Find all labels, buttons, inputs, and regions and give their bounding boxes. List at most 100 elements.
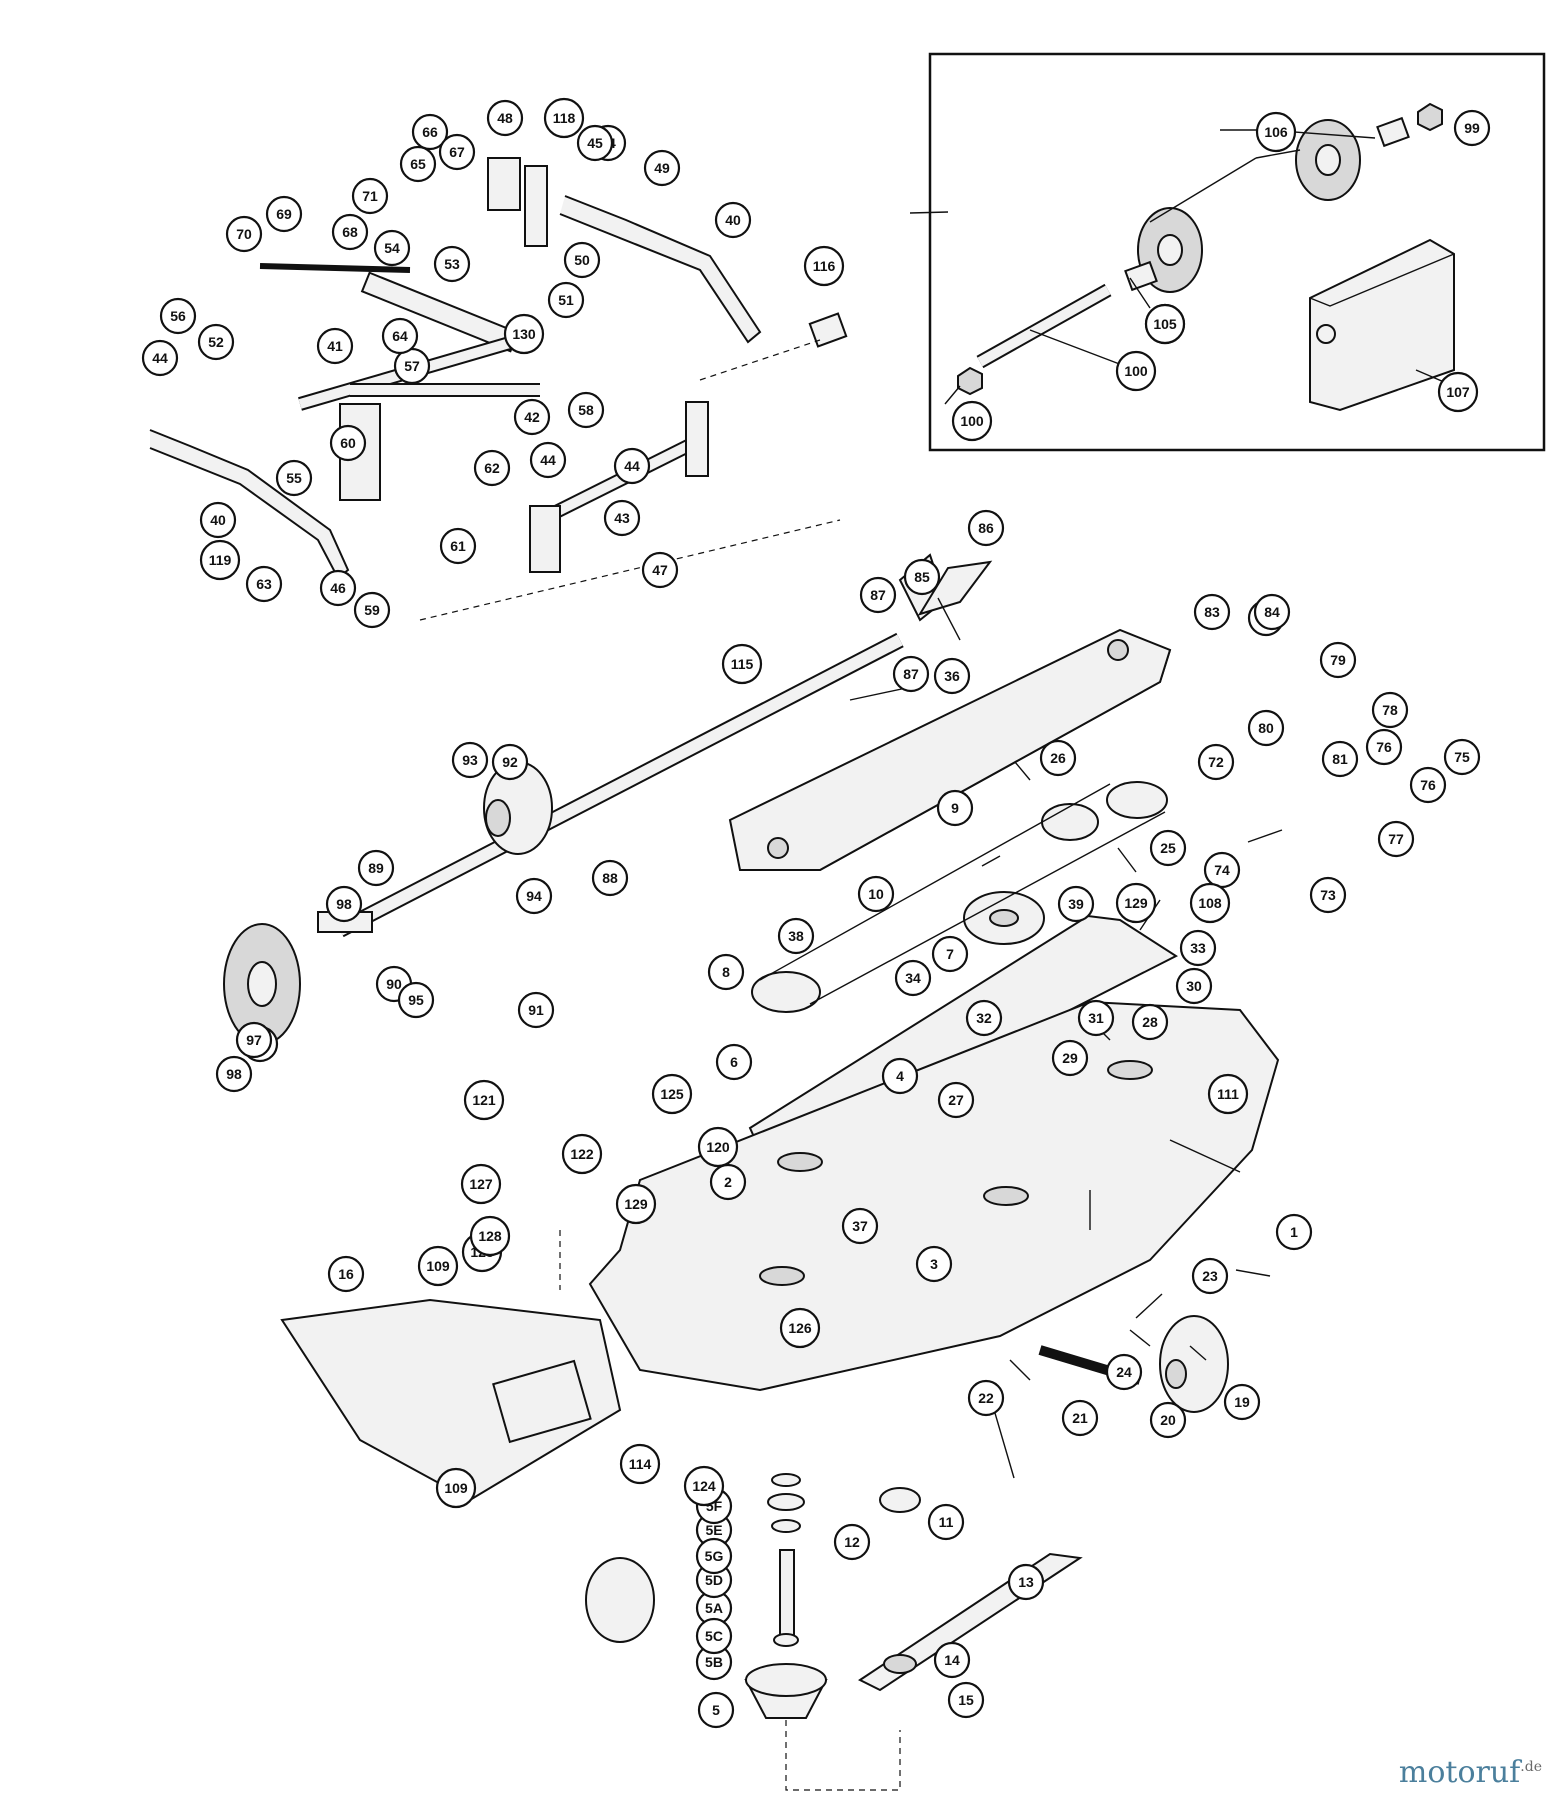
callout-bubble [381,317,419,355]
callout-label: 57 [404,358,420,374]
callout-label: 16 [338,1266,354,1282]
callout-73: 73 [1309,876,1347,914]
callout-label: 111 [1217,1086,1239,1102]
callout-label: 78 [1382,702,1398,718]
callout-label: 7 [946,946,954,962]
callout-81: 81 [1321,740,1359,778]
callout-49: 49 [643,149,681,187]
callout-bubble [1365,728,1403,766]
callout-93: 93 [451,741,489,779]
callout-bubble [591,859,629,897]
callout-42: 42 [513,398,551,436]
callout-label: 9 [951,800,959,816]
callout-39: 39 [1057,885,1095,923]
callout-bubble [1061,1399,1099,1437]
callout-bubble [894,959,932,997]
callout-label: 55 [286,470,302,486]
callout-56: 56 [159,297,197,335]
callout-57: 57 [393,347,431,385]
callout-9: 9 [936,789,974,827]
callout-label: 75 [1454,749,1470,765]
callout-label: 8 [722,964,730,980]
callout-label: 129 [624,1196,648,1212]
callout-bubble [517,991,555,1029]
callout-label: 21 [1072,1410,1088,1426]
callout-label: 119 [209,552,232,568]
callout-label: 121 [472,1092,496,1108]
callout-label: 26 [1050,750,1066,766]
callout-bubble [841,1207,879,1245]
callout-36: 36 [933,657,971,695]
callout-label: 5A [705,1600,723,1616]
callout-label: 59 [364,602,380,618]
callout-bubble [1007,1563,1045,1601]
callout-bubble [715,1043,753,1081]
callout-bubble [199,539,241,581]
callout-19: 19 [1223,1383,1261,1421]
callout-bubble [397,981,435,1019]
callout-60: 60 [329,424,367,462]
callout-26: 26 [1039,739,1077,777]
callout-label: 80 [1258,720,1274,736]
callout-2: 2 [709,1163,747,1201]
callout-bubble [951,400,993,442]
callout-bubble [451,741,489,779]
inset-box [928,52,1546,452]
callout-21: 21 [1061,1399,1099,1437]
callout-label: 109 [444,1480,468,1496]
callout-label: 124 [692,1478,716,1494]
callout-bubble [357,849,395,887]
callout-label: 122 [570,1146,594,1162]
callout-bubble [1175,967,1213,1005]
callout-bubble [1077,999,1115,1037]
callout-bubble [1144,303,1186,345]
watermark: motoruf.de [1399,1755,1542,1790]
callout-bubble [199,501,237,539]
callout-label: 37 [852,1218,868,1234]
callout-44: 44 [141,339,179,377]
callout-label: 33 [1190,940,1206,956]
callout-65: 65 [399,145,437,183]
callout-bubble [803,245,845,287]
callout-47: 47 [641,551,679,589]
callout-label: 108 [1198,895,1222,911]
callout-bubble [463,1079,505,1121]
callout-bubble [265,195,303,233]
callout-bubble [1115,882,1157,924]
callout-29: 29 [1051,1039,1089,1077]
callout-label: 72 [1208,754,1224,770]
callout-106: 106 [1255,111,1297,153]
callout-label: 107 [1446,384,1470,400]
callout-bubble [438,133,476,171]
callout-109: 109 [417,1245,459,1287]
callout-bubble [275,459,313,497]
callout-bubble [1319,641,1357,679]
callout-28: 28 [1131,1003,1169,1041]
callout-bubble [777,917,815,955]
callout-15: 15 [947,1681,985,1719]
callout-bubble [1197,743,1235,781]
callout-bubble [697,1126,739,1168]
callout-40: 40 [714,201,752,239]
callout-label: 46 [330,580,346,596]
callout-bubble [1207,1073,1249,1115]
callout-label: 52 [208,334,224,350]
callout-label: 99 [1464,120,1480,136]
callout-68: 68 [331,213,369,251]
callout-label: 76 [1376,739,1392,755]
callout-127: 127 [460,1163,502,1205]
callout-129: 129 [615,1183,657,1225]
callout-69: 69 [265,195,303,233]
callout-label: 56 [170,308,186,324]
callout-bubble [515,877,553,915]
callout-bubble [543,97,585,139]
callout-32: 32 [965,999,1003,1037]
callout-92: 92 [491,743,529,781]
callout-100: 100 [951,400,993,442]
callout-22: 22 [967,1379,1005,1417]
callout-label: 125 [660,1086,684,1102]
callout-bubble [561,1133,603,1175]
callout-bubble [316,327,354,365]
callout-label: 1 [1290,1224,1298,1240]
callout-label: 60 [340,435,356,451]
